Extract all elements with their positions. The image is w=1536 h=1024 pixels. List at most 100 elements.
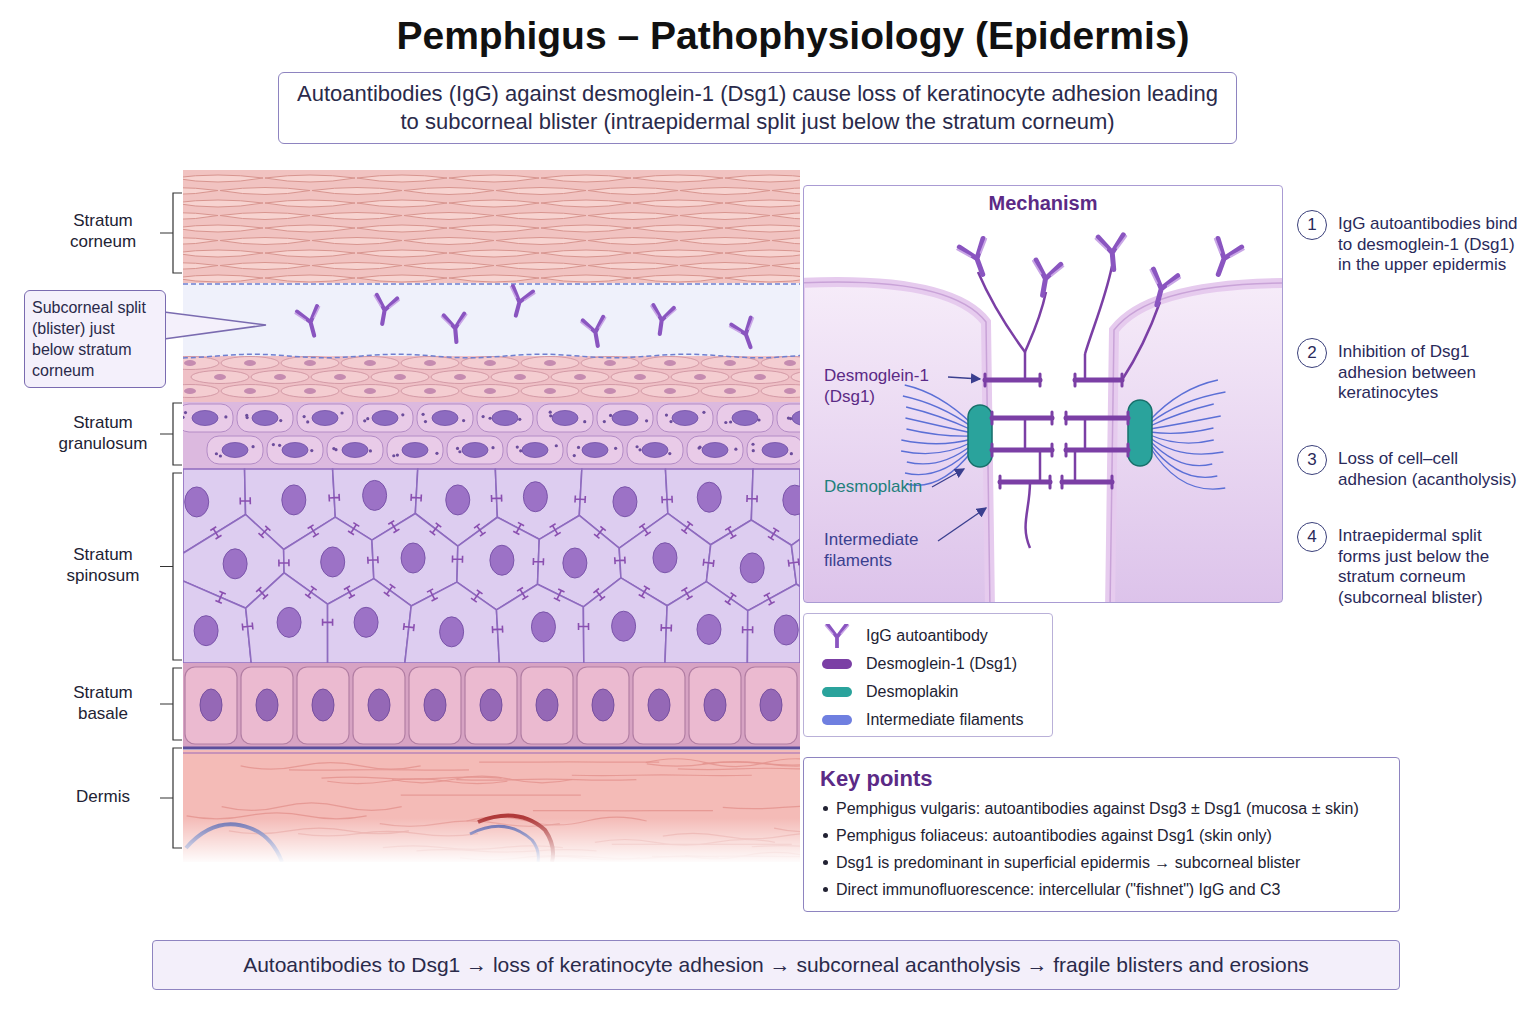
keratinocyte: [1110, 283, 1282, 602]
antibody-light-chain: [508, 287, 535, 302]
cell-nucleus: [363, 480, 387, 510]
desmosome-mark: [703, 559, 714, 567]
keratohyalin-granule: [488, 417, 491, 420]
intermediate-filament: [1150, 428, 1213, 433]
cell-nucleus: [244, 360, 256, 366]
cell-nucleus: [214, 374, 226, 380]
antibody-tail: [978, 272, 1025, 352]
flattened-cell: [701, 385, 759, 398]
corneocyte: [588, 188, 678, 195]
cell-nucleus: [774, 615, 798, 645]
keratohyalin-granule: [724, 421, 727, 424]
intermediate-filament: [1150, 392, 1225, 423]
cell-nucleus: [354, 607, 378, 637]
desmoglein-strand: [1084, 420, 1087, 452]
corneocyte: [357, 275, 447, 282]
flattened-cell: [251, 371, 309, 384]
intermediate-filament: [907, 445, 972, 464]
basal-cell: [465, 667, 517, 744]
cell-nucleus: [222, 443, 248, 458]
basal-cell: [745, 667, 797, 744]
cell-nucleus: [200, 689, 222, 721]
cell-nucleus: [531, 612, 555, 642]
cell-nucleus: [252, 411, 278, 426]
leader-arrow: [948, 377, 980, 379]
flattened-cell: [431, 371, 489, 384]
keratohyalin-granule: [669, 420, 672, 423]
antibody-light-chain: [957, 239, 990, 260]
granular-cell: [207, 436, 263, 464]
desmosome-mark: [594, 526, 606, 538]
cell-nucleus: [185, 487, 209, 517]
cell-nucleus: [648, 689, 670, 721]
node-text: Mechanism: [804, 192, 1282, 215]
desmosome-mark: [240, 497, 250, 504]
igg-antibody: [504, 286, 536, 319]
flattened-cell: [551, 371, 609, 384]
antibody-shape: [1145, 269, 1178, 308]
corneocyte: [183, 200, 263, 207]
cell-nucleus: [740, 553, 764, 583]
cell-nucleus: [394, 374, 406, 380]
corneocyte: [772, 238, 800, 245]
cell-nucleus: [604, 360, 616, 366]
collagen-fiber: [572, 774, 752, 776]
desmosome-mark: [411, 494, 421, 502]
flattened-cell: [401, 357, 459, 370]
mechanism-illustration: [804, 235, 1282, 602]
igg-antibody: [1142, 268, 1180, 308]
cell-nucleus: [304, 360, 316, 366]
basement-membrane: [183, 752, 800, 754]
basal-cell: [409, 667, 461, 744]
desmoglein-1: [1000, 480, 1050, 485]
keratohyalin-granule: [787, 417, 790, 420]
flattened-cell: [311, 371, 369, 384]
desmosome-mark: [725, 593, 736, 605]
keratohyalin-granule: [424, 420, 427, 423]
collagen-fiber: [327, 779, 507, 784]
layer-label: Stratum spinosum: [48, 545, 158, 586]
callout-number: 4: [1307, 527, 1316, 547]
legend-swatch: [822, 659, 852, 669]
flattened-cell: [221, 357, 279, 370]
keratohyalin-granule: [555, 444, 558, 447]
cell-nucleus: [454, 374, 466, 380]
corneocyte: [541, 250, 631, 257]
keratohyalin-granule: [332, 447, 335, 450]
spinous-cell: [183, 581, 251, 663]
cell-nucleus: [783, 485, 800, 515]
granular-cell: [477, 404, 533, 432]
antibody-light-chain: [581, 318, 608, 331]
granular-cell: [447, 436, 503, 464]
keratohyalin-granule: [635, 445, 638, 448]
flattened-cell: [701, 357, 759, 370]
basal-cell: [297, 667, 349, 744]
antibody-shape: [731, 318, 760, 351]
epidermis-illustration: [183, 170, 800, 862]
keratohyalin-granule: [645, 419, 648, 422]
cell-nucleus: [574, 374, 586, 380]
keratohyalin-granule: [638, 448, 641, 451]
corneocyte: [220, 263, 310, 270]
keratohyalin-granule: [491, 446, 494, 449]
corneocyte: [183, 213, 218, 220]
granular-cell: [537, 404, 593, 432]
corneocyte: [449, 275, 539, 282]
corneocyte: [449, 175, 539, 182]
keratohyalin-granule: [219, 454, 222, 457]
corneocyte: [633, 175, 723, 182]
desmoglein-1: [1062, 480, 1112, 485]
cell-nucleus: [784, 388, 796, 394]
collagen-fiber: [646, 759, 800, 767]
antibody-shape: [828, 625, 847, 649]
callout-box: Subcorneal split (blister) just below st…: [24, 290, 166, 388]
antibody-light-chain: [825, 626, 848, 634]
keratinocyte: [804, 282, 990, 602]
desmoglein-cap: [985, 374, 1040, 386]
desmosome-mark: [747, 495, 757, 502]
corneocyte: [312, 238, 402, 245]
layer-bracket: [160, 748, 182, 848]
keratohyalin-granule: [518, 418, 521, 421]
cell-nucleus: [762, 443, 788, 458]
